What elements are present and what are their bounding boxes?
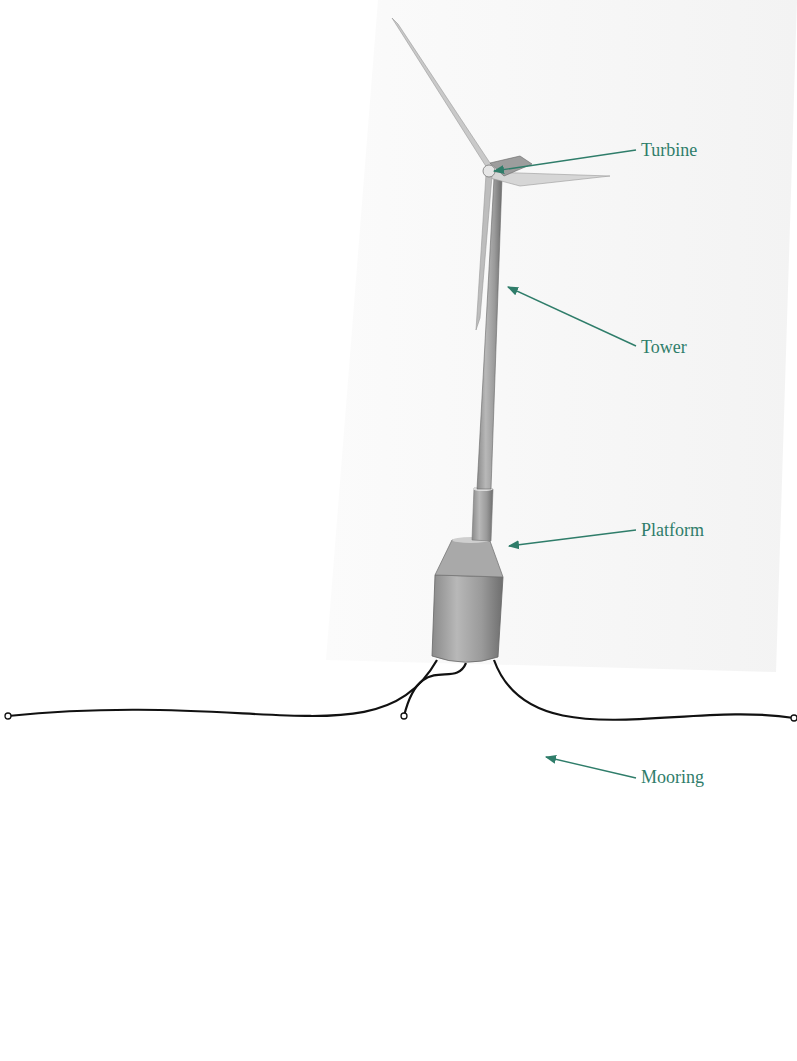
hub (483, 165, 495, 177)
transition-piece (472, 488, 493, 541)
blade (476, 174, 492, 330)
leader-lines (494, 150, 636, 778)
part-label: Turbine (641, 141, 697, 159)
blade (392, 18, 492, 168)
platform-cylinder (432, 575, 503, 662)
part-label: Platform (641, 521, 704, 539)
platform-cone (435, 540, 503, 577)
mooring-lines (8, 660, 794, 720)
render-background (326, 0, 797, 672)
part-label: Mooring (641, 768, 704, 786)
anchor-points (5, 713, 797, 721)
tower (477, 178, 502, 489)
part-label: Tower (641, 338, 687, 356)
